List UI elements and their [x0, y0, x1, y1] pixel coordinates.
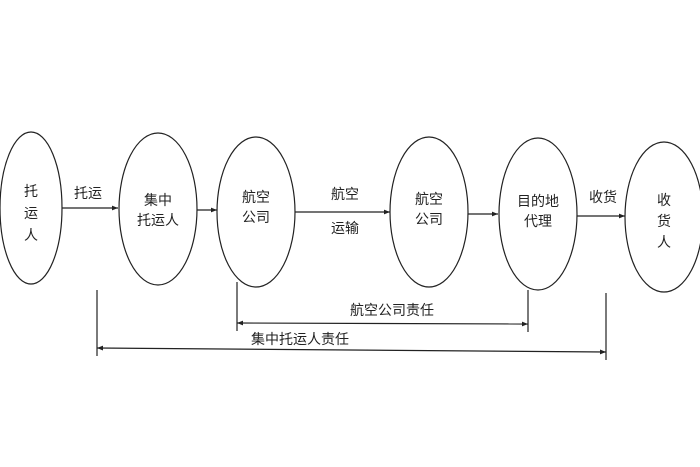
- edge-label-receive: 收货: [589, 189, 617, 206]
- node-consignee: [624, 141, 700, 293]
- node-label: 公司: [415, 212, 443, 228]
- node-label: 货: [657, 213, 671, 230]
- node-label: 代理: [524, 214, 552, 230]
- consolidator-responsibility-label: 集中托运人责任: [251, 331, 349, 348]
- arrow-airline-responsibility: [236, 320, 529, 327]
- node-label: 人: [24, 228, 38, 244]
- airline-responsibility-label: 航空公司责任: [350, 303, 434, 319]
- node-label: 运: [24, 206, 38, 222]
- node-label: 人: [657, 235, 671, 251]
- node-label: 航空: [415, 192, 443, 208]
- node-label: 航空: [242, 190, 270, 206]
- node-destination-agent: [498, 137, 578, 291]
- node-consolidator: [118, 132, 198, 286]
- node-label: 托: [24, 184, 38, 200]
- node-label: 收: [657, 193, 671, 209]
- edge-label-transport: 运输: [331, 221, 359, 237]
- node-label: 托运人: [137, 213, 179, 229]
- node-label: 集中: [144, 192, 172, 209]
- edge-label-air: 航空: [331, 187, 359, 203]
- edge-label-consign: 托运: [74, 186, 102, 202]
- node-label: 目的地: [517, 194, 559, 210]
- node-label: 公司: [242, 210, 270, 226]
- arrow-consolidator-responsibility: [96, 345, 607, 355]
